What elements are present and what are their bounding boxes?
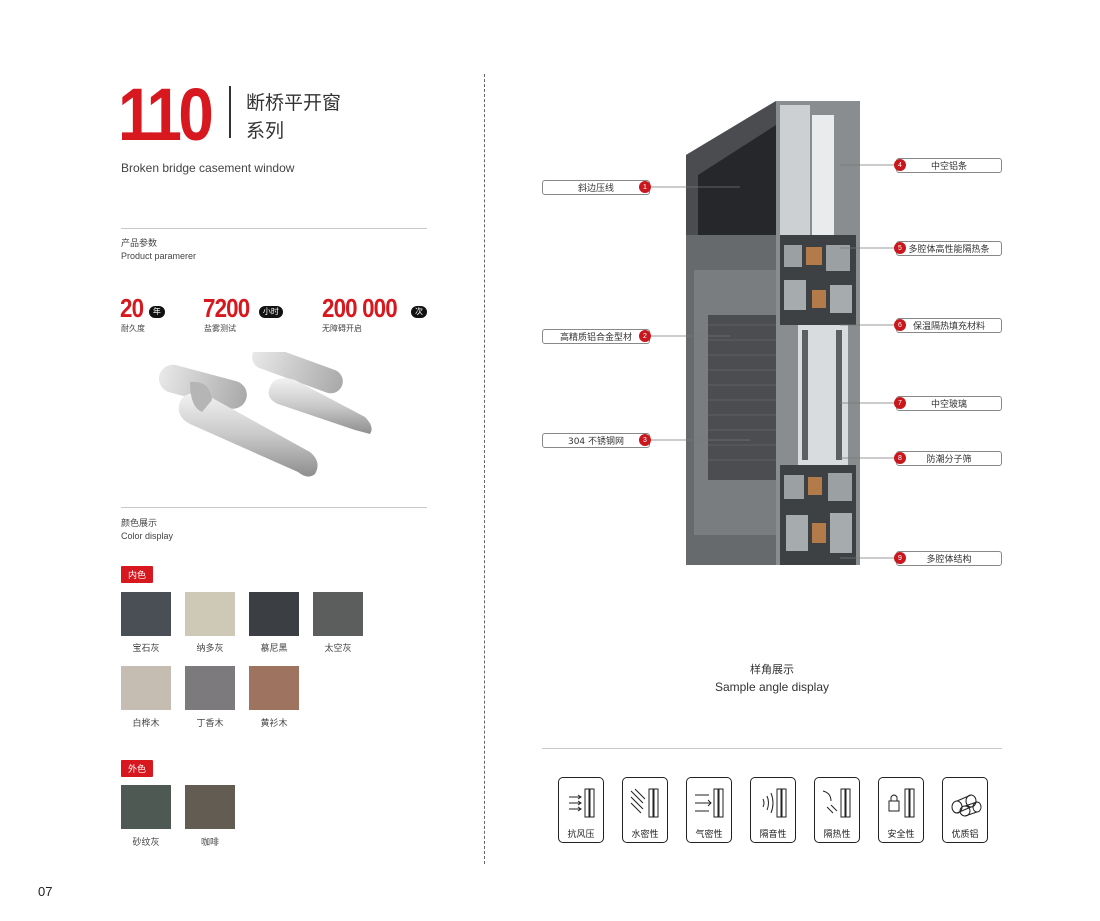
color-swatch-fir-wood	[249, 666, 299, 710]
color-swatch-munich	[249, 592, 299, 636]
callout-number: 1	[639, 181, 651, 193]
aluminum-ingot-icon	[951, 794, 982, 817]
divider-params	[121, 228, 427, 229]
stat-value: 20	[120, 293, 144, 323]
title-line-1: 断桥平开窗	[246, 92, 342, 114]
window-profile-cross-section	[650, 101, 898, 565]
params-heading-en: Product paramerer	[121, 251, 197, 261]
heat-insulation-icon	[822, 788, 851, 818]
feature-safety: 安全性	[878, 777, 924, 843]
feature-label: 优质铝	[951, 830, 979, 840]
callout-5: 多腔体高性能隔热条	[896, 241, 1002, 256]
subtitle-en: Broken bridge casement window	[121, 161, 295, 175]
colors-heading-cn: 颜色展示	[121, 519, 158, 529]
callout-number: 6	[894, 319, 906, 331]
feature-label: 隔音性	[759, 830, 787, 840]
window-handle-image	[158, 352, 372, 477]
color-swatch-lilac-wood	[185, 666, 235, 710]
callout-7: 中空玻璃	[896, 396, 1002, 411]
callout-number: 9	[894, 552, 906, 564]
stat-value: 7200	[203, 293, 250, 323]
color-swatch-space-gray	[313, 592, 363, 636]
divider-colors	[121, 507, 427, 508]
swatch-label: 太空灰	[324, 644, 352, 654]
feature-water-tightness: 水密性	[622, 777, 668, 843]
feature-sound-insulation: 隔音性	[750, 777, 796, 843]
callout-3: 304 不锈钢网	[542, 433, 650, 448]
feature-air-tightness: 气密性	[686, 777, 732, 843]
stat-label: 无障碍开启	[322, 324, 362, 333]
swatch-label: 慕尼黑	[260, 644, 288, 654]
title-line-2: 系列	[246, 120, 285, 142]
sound-insulation-icon	[762, 788, 787, 818]
feature-label: 安全性	[887, 830, 915, 840]
colors-heading-en: Color display	[121, 531, 174, 541]
feature-label: 隔热性	[823, 830, 851, 840]
stat-salt-spray: 7200 小时	[203, 295, 283, 321]
feature-label: 抗风压	[567, 830, 595, 840]
callout-number: 3	[639, 434, 651, 446]
water-tightness-icon	[630, 788, 659, 818]
callout-number: 2	[639, 330, 651, 342]
air-tightness-icon	[695, 788, 724, 818]
callout-number: 7	[894, 397, 906, 409]
callout-2: 高精质铝合金型材	[542, 329, 650, 344]
safety-lock-icon	[888, 788, 915, 818]
callout-label: 高精质铝合金型材	[559, 333, 632, 343]
color-swatch-sand-gray	[121, 785, 171, 829]
stat-unit: 年	[148, 306, 165, 318]
callout-4: 中空铝条	[896, 158, 1002, 173]
callout-label: 多腔体结构	[926, 555, 972, 565]
callout-9: 多腔体结构	[896, 551, 1002, 566]
swatch-label: 咖啡	[200, 838, 219, 848]
swatch-label: 黄衫木	[260, 719, 288, 729]
stat-unit: 小时	[258, 306, 283, 318]
feature-label: 气密性	[695, 830, 723, 840]
color-swatch-nardo-gray	[185, 592, 235, 636]
callout-number: 4	[894, 159, 906, 171]
callout-label: 中空玻璃	[930, 400, 967, 410]
callout-1: 斜边压线	[542, 180, 650, 195]
callout-number: 8	[894, 452, 906, 464]
outer-color-tag: 外色	[121, 760, 154, 777]
series-number: 110	[118, 73, 214, 156]
callout-8: 防潮分子筛	[896, 451, 1002, 466]
stat-opening-cycles: 200 000 次	[322, 295, 427, 321]
stat-durability: 20 年	[120, 295, 165, 321]
callout-label: 斜边压线	[577, 184, 614, 194]
wind-pressure-icon	[569, 788, 595, 818]
feature-label: 水密性	[631, 830, 659, 840]
color-swatch-coffee	[185, 785, 235, 829]
stat-value: 200 000	[322, 293, 398, 323]
feature-heat-insulation: 隔热性	[814, 777, 860, 843]
swatch-label: 白桦木	[132, 719, 160, 729]
callout-number: 5	[894, 242, 906, 254]
page-number: 07	[38, 884, 53, 899]
callout-label: 多腔体高性能隔热条	[908, 245, 990, 255]
color-swatch-gem-gray	[121, 592, 171, 636]
color-swatch-birch	[121, 666, 171, 710]
swatch-label: 宝石灰	[132, 644, 160, 654]
swatch-label: 砂纹灰	[132, 838, 160, 848]
callout-label: 中空铝条	[930, 162, 967, 172]
callout-label: 304 不锈钢网	[567, 437, 625, 447]
column-divider	[484, 74, 485, 864]
title-separator	[229, 86, 231, 138]
swatch-label: 纳多灰	[196, 644, 224, 654]
callout-label: 防潮分子筛	[926, 455, 972, 465]
stat-label: 盐雾测试	[204, 324, 236, 333]
stat-unit: 次	[410, 306, 427, 318]
swatch-label: 丁香木	[196, 719, 224, 729]
sample-caption-en: Sample angle display	[714, 680, 830, 694]
inner-color-tag: 内色	[121, 566, 154, 583]
feature-quality-aluminum: 优质铝	[942, 777, 988, 843]
callout-6: 保温隔热填充材料	[896, 318, 1002, 333]
stat-label: 耐久度	[121, 324, 145, 333]
params-heading-cn: 产品参数	[121, 239, 158, 249]
sample-caption-cn: 样角展示	[750, 663, 794, 676]
feature-wind-pressure: 抗风压	[558, 777, 604, 843]
callout-label: 保温隔热填充材料	[912, 322, 985, 332]
divider-features	[542, 748, 1002, 749]
